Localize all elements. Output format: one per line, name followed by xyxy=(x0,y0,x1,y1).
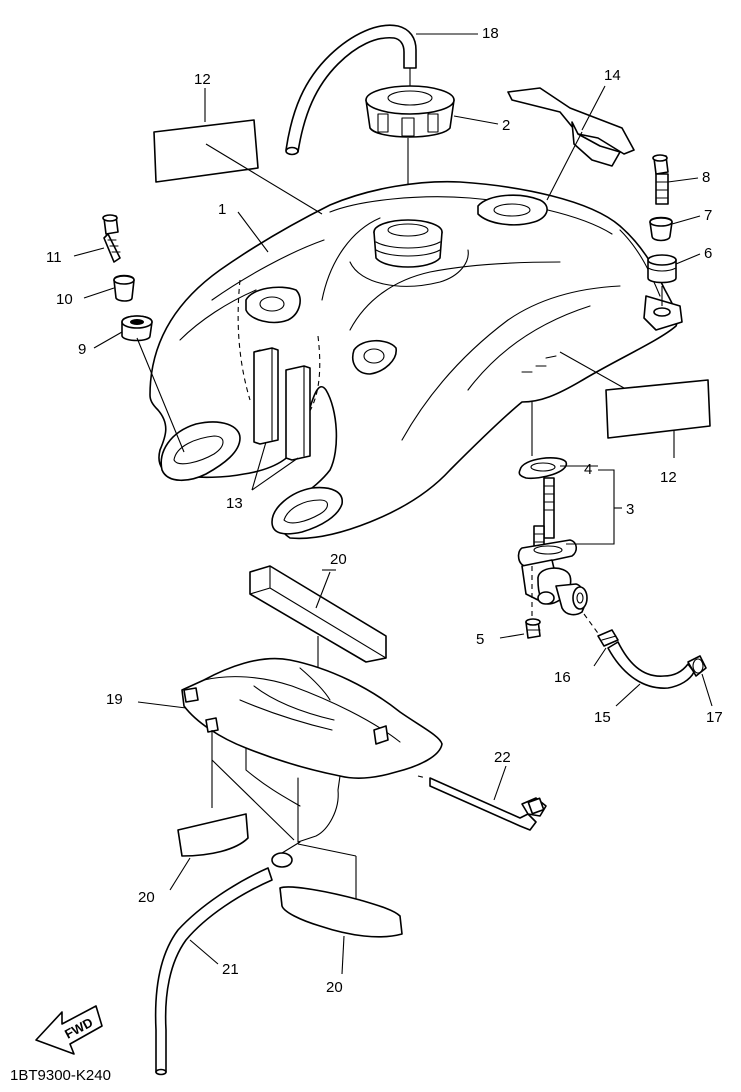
callout-22: 22 xyxy=(494,749,511,766)
cushion-pad-lower-right xyxy=(279,886,403,975)
callout-20-upper: 20 xyxy=(330,551,347,568)
callout-17: 17 xyxy=(706,709,723,726)
cushion-pad-lower-left xyxy=(169,813,249,891)
forward-direction-arrow: FWD xyxy=(35,1005,103,1055)
collar-left xyxy=(113,274,135,302)
callout-16: 16 xyxy=(554,669,571,686)
callout-14: 14 xyxy=(604,67,621,84)
callout-18: 18 xyxy=(482,25,499,42)
callout-8: 8 xyxy=(702,169,710,186)
diagram-code: 1BT9300-K240 xyxy=(10,1067,111,1084)
bolt-left xyxy=(102,214,121,263)
tank-bracket-plate xyxy=(507,85,635,167)
callout-13: 13 xyxy=(226,495,243,512)
fuel-tank-cap xyxy=(365,85,455,202)
damper-pad-right xyxy=(605,379,711,458)
collar-right xyxy=(649,216,673,242)
callout-12-right: 12 xyxy=(660,469,677,486)
callout-11: 11 xyxy=(46,249,62,266)
fuel-hose-assembly xyxy=(593,629,713,707)
fuel-tank xyxy=(149,131,683,540)
drain-hose xyxy=(154,867,273,1076)
callout-7: 7 xyxy=(704,207,712,224)
callout-3: 3 xyxy=(626,501,634,518)
callout-20-left: 20 xyxy=(138,889,155,906)
callout-19: 19 xyxy=(106,691,123,708)
callout-10: 10 xyxy=(56,291,73,308)
grommet-right xyxy=(647,254,677,306)
callout-9: 9 xyxy=(78,341,86,358)
callout-4: 4 xyxy=(584,461,592,478)
callout-21: 21 xyxy=(222,961,239,978)
breather-hose xyxy=(285,24,417,156)
fuel-cock-assembly xyxy=(499,402,622,639)
bolt-right xyxy=(652,154,669,205)
callout-12-upper: 12 xyxy=(194,71,211,88)
damper-pad-upper-left xyxy=(153,88,259,183)
wire-band xyxy=(429,765,547,831)
callout-15: 15 xyxy=(594,709,611,726)
tank-pads xyxy=(251,347,311,491)
callout-6: 6 xyxy=(704,245,712,262)
callout-20-lower: 20 xyxy=(326,979,343,996)
callout-5: 5 xyxy=(476,631,484,648)
callout-1: 1 xyxy=(218,201,226,218)
callout-2: 2 xyxy=(502,117,510,134)
under-tank-cover xyxy=(137,657,443,900)
grommet-left xyxy=(121,315,185,453)
